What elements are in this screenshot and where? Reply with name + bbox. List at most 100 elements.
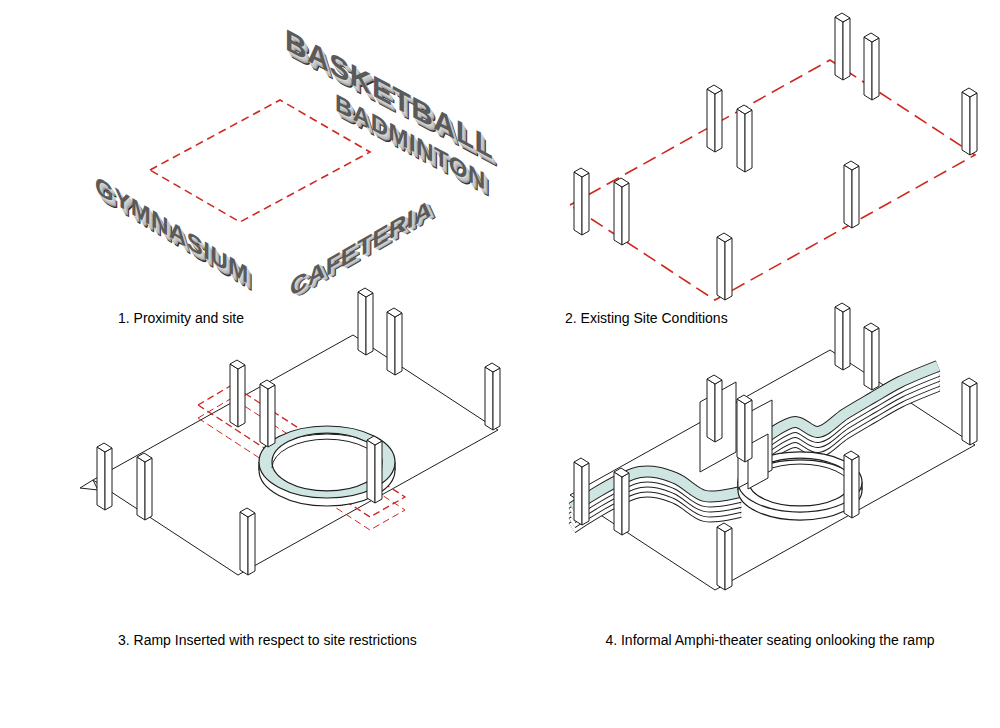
column-face: [725, 528, 732, 590]
seating-step: [572, 471, 740, 508]
column-top: [97, 443, 112, 452]
column-face: [843, 18, 850, 80]
site-outline: [570, 60, 975, 300]
column: [864, 323, 879, 390]
column: [137, 453, 152, 520]
column-face: [737, 399, 745, 462]
column: [835, 13, 850, 80]
column-face: [485, 367, 493, 430]
ramp-inner-wall: [272, 439, 382, 468]
column: [614, 178, 629, 245]
column-face: [717, 237, 725, 300]
column-face: [745, 110, 752, 172]
column: [835, 303, 850, 370]
column-top: [717, 523, 732, 532]
column-top: [835, 13, 850, 22]
column: [367, 436, 382, 503]
column: [844, 451, 859, 518]
ramp-ring: [259, 426, 395, 506]
column-top: [844, 161, 859, 170]
column-face: [844, 455, 852, 518]
column-face: [715, 90, 722, 152]
column-face: [962, 92, 970, 155]
column-top: [864, 33, 879, 42]
column-top: [707, 375, 722, 384]
column-face: [375, 441, 382, 503]
column-face: [737, 109, 745, 172]
column: [864, 33, 879, 100]
column-top: [240, 508, 255, 517]
column-face: [105, 448, 112, 510]
column-face: [574, 172, 582, 235]
column-face: [707, 89, 715, 152]
wall-panel: [738, 400, 772, 488]
site-outline: [570, 350, 975, 590]
panel-existing: [570, 13, 977, 300]
restriction-band: [198, 385, 405, 517]
column-top: [717, 233, 732, 242]
column: [737, 105, 752, 172]
column-face: [493, 368, 500, 430]
panel-caption: 3. Ramp Inserted with respect to site re…: [118, 632, 538, 650]
column-face: [582, 173, 589, 235]
column-face: [745, 400, 752, 462]
column-face: [238, 365, 245, 427]
column-face: [366, 293, 373, 355]
column-face: [970, 383, 977, 445]
column-top: [574, 458, 589, 467]
column: [358, 288, 373, 355]
column-face: [864, 327, 872, 390]
column-top: [614, 468, 629, 477]
column-top: [962, 88, 977, 97]
column-top: [864, 323, 879, 332]
column-face: [835, 17, 843, 80]
column: [962, 378, 977, 445]
programme-word: CAFETERIA: [290, 193, 432, 303]
seating-step-edge: [572, 471, 740, 508]
column-top: [962, 378, 977, 387]
column: [614, 468, 629, 535]
column-face: [395, 313, 402, 375]
panel-amphitheater: [570, 303, 977, 590]
column-face: [367, 440, 375, 503]
column-top: [485, 363, 500, 372]
restriction-band: [198, 398, 405, 530]
column-face: [137, 457, 145, 520]
column-face: [145, 458, 152, 520]
column-face: [230, 364, 238, 427]
column-top: [835, 303, 850, 312]
column: [574, 168, 589, 235]
programme-word: GYMNASIUM: [95, 170, 249, 290]
column-top: [387, 308, 402, 317]
column: [717, 523, 732, 590]
column-face: [358, 292, 366, 355]
panel-proximity: [150, 100, 370, 222]
column-face: [707, 379, 715, 442]
column-face: [582, 463, 589, 525]
column: [574, 458, 589, 525]
column: [97, 443, 112, 510]
column-face: [574, 462, 582, 525]
column-face: [872, 328, 879, 390]
column: [962, 88, 977, 155]
column-top: [358, 288, 373, 297]
column: [737, 395, 752, 462]
site-outline: [93, 335, 498, 575]
panel-ramp: [80, 288, 500, 575]
column-top: [614, 178, 629, 187]
column: [717, 233, 732, 300]
column-top: [737, 105, 752, 114]
column-face: [717, 527, 725, 590]
column-face: [248, 513, 255, 575]
panel-caption: 2. Existing Site Conditions: [565, 310, 965, 328]
column-top: [367, 436, 382, 445]
seating-step-edge: [762, 366, 938, 440]
column-face: [962, 382, 970, 445]
column-top: [844, 451, 859, 460]
column-face: [970, 93, 977, 155]
column-face: [715, 380, 722, 442]
column-top: [574, 168, 589, 177]
column-face: [268, 385, 275, 447]
